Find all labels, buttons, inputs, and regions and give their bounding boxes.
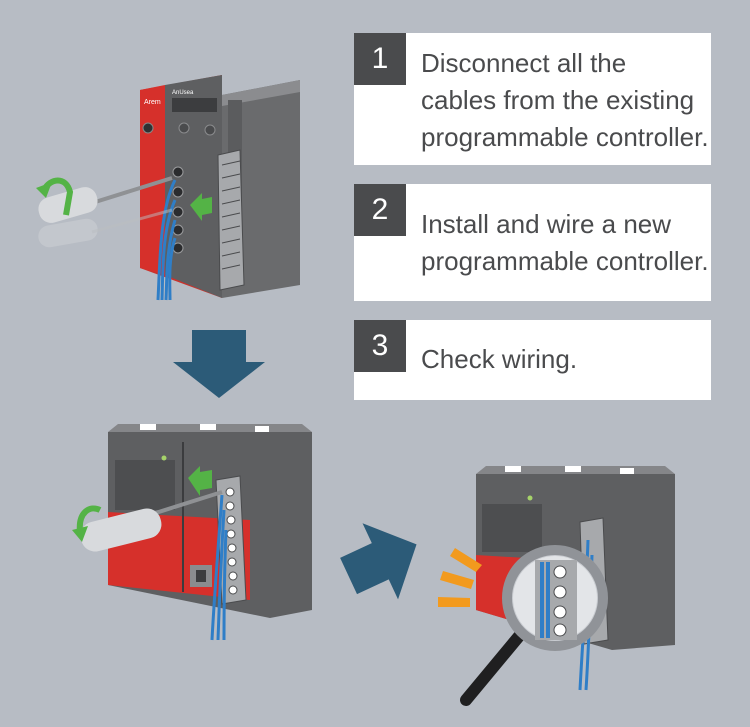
step-number-3: 3	[354, 320, 406, 372]
check-plc	[438, 466, 675, 706]
down-arrow-icon	[173, 330, 265, 398]
model-label: AnUsea	[172, 90, 194, 96]
step-text-1: Disconnect all the cables from the exist…	[421, 48, 709, 152]
right-arrow-icon	[340, 523, 417, 600]
push-arrow-icon	[190, 193, 212, 221]
old-plc: Arem AnUsea	[36, 75, 300, 301]
brand-label: Arem	[144, 99, 161, 106]
step-text-3: Check wiring.	[421, 344, 578, 374]
new-plc	[72, 424, 312, 641]
step-number-2: 2	[354, 184, 406, 236]
attention-burst-icon	[438, 548, 482, 607]
step-card-2: 2 Install and wire a new programmable co…	[354, 184, 711, 301]
step-text-2: Install and wire a new programmable cont…	[421, 209, 709, 276]
step-number-1: 1	[354, 33, 406, 85]
step-card-3: 3 Check wiring.	[354, 320, 711, 400]
magnifier-icon	[460, 545, 608, 706]
step-card-1: 1 Disconnect all the cables from the exi…	[354, 33, 711, 165]
